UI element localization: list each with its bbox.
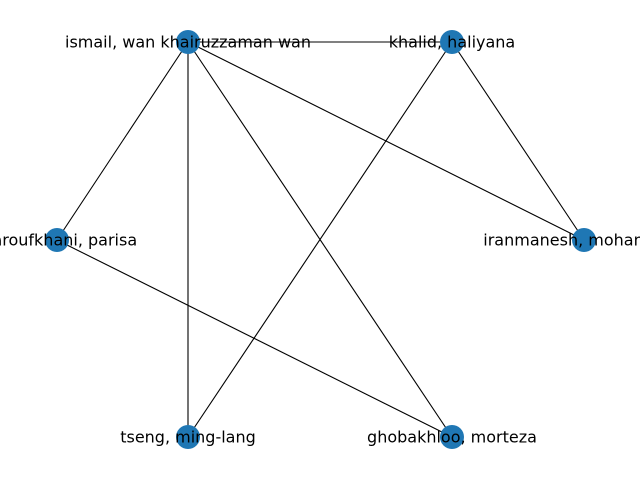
node-label-maroufkhani: maroufkhani, parisa	[0, 231, 137, 250]
node-tseng	[176, 425, 200, 449]
nodes-layer	[45, 30, 596, 449]
node-label-iranmanesh: iranmanesh, mohammad	[483, 231, 640, 250]
edge-khalid-iranmanesh	[451, 41, 585, 241]
node-iranmanesh	[572, 228, 596, 252]
edge-khalid-tseng	[187, 41, 453, 438]
edges-layer	[56, 41, 585, 438]
labels-layer: ismail, wan khairuzzaman wan khalid, hali…	[0, 33, 640, 447]
node-khalid	[440, 30, 464, 54]
edge-maroufkhani-ghobakhloo	[56, 239, 453, 438]
edge-ismail-maroufkhani	[56, 41, 189, 241]
node-ghobakhloo	[440, 425, 464, 449]
node-ismail	[176, 30, 200, 54]
node-label-tseng: tseng, ming-lang	[120, 428, 256, 447]
node-label-khalid: khalid, haliyana	[389, 33, 515, 52]
node-label-ghobakhloo: ghobakhloo, morteza	[367, 428, 537, 447]
node-label-ismail: ismail, wan khairuzzaman wan	[65, 33, 311, 52]
node-maroufkhani	[45, 228, 69, 252]
